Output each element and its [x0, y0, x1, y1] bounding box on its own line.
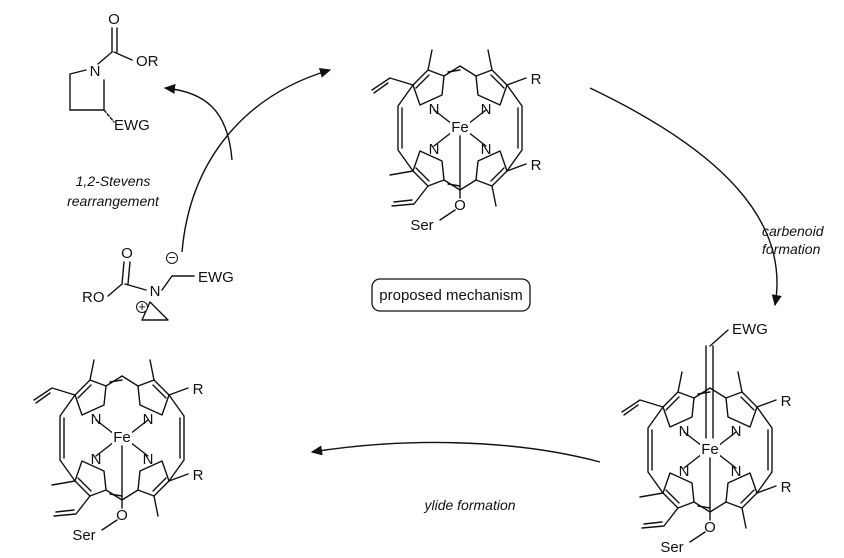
aziridine-nitrogen-label: N: [150, 283, 161, 300]
stevens-step-label: rearrangement: [67, 193, 160, 209]
stevens-arrow: [181, 68, 332, 253]
center-label: proposed mechanism: [379, 287, 522, 304]
nitrogen-label: N: [481, 101, 492, 118]
iron-carbenoid: Fe N N N N R R O Ser EWG: [621, 321, 792, 556]
r-group-label: R: [531, 157, 542, 174]
aziridinium-ylide: RO O N + − EWG: [82, 245, 234, 321]
carbenoid-arrow: [589, 87, 782, 307]
r-group-label: R: [531, 71, 542, 88]
center-label-box: proposed mechanism: [371, 278, 531, 312]
nitrogen-label: N: [429, 101, 440, 118]
nitrogen-label: N: [143, 451, 154, 468]
nitrogen-label: N: [91, 451, 102, 468]
iron-label: Fe: [113, 429, 131, 446]
r-group-label: R: [193, 381, 204, 398]
ewg-label: EWG: [732, 321, 768, 338]
oxygen-label: O: [454, 197, 466, 214]
r-group-label: R: [193, 467, 204, 484]
or-group-label: OR: [136, 53, 159, 70]
carbenoid-step-label: formation: [762, 241, 821, 257]
negative-charge: −: [168, 250, 176, 265]
iron-label: Fe: [701, 441, 719, 458]
nitrogen-label: N: [429, 141, 440, 158]
ewg-label: EWG: [198, 269, 234, 286]
ylide-step-label: ylide formation: [423, 497, 515, 513]
positive-charge: +: [138, 299, 146, 314]
nitrogen-label: N: [679, 423, 690, 440]
azetidine-product: N O OR EWG: [69, 11, 159, 134]
ylide-arrow: [310, 441, 601, 463]
oxygen-label: O: [704, 519, 716, 536]
ro-group-label: RO: [82, 289, 105, 306]
nitrogen-label: N: [731, 423, 742, 440]
oxygen-label: O: [116, 507, 128, 524]
serine-label: Ser: [410, 217, 433, 234]
r-group-label: R: [781, 393, 792, 410]
carbonyl-oxygen-label: O: [121, 245, 133, 262]
nitrogen-label: N: [679, 463, 690, 480]
ewg-label: EWG: [114, 117, 150, 134]
heme-catalyst-top: Fe N N N N R R O Ser: [371, 49, 542, 234]
serine-label: Ser: [72, 527, 95, 544]
nitrogen-label: N: [731, 463, 742, 480]
carbenoid-step-label: carbenoid: [762, 223, 825, 239]
iron-label: Fe: [451, 119, 469, 136]
nitrogen-label: N: [91, 411, 102, 428]
nitrogen-label: N: [481, 141, 492, 158]
heme-ylide-complex: Fe N N N N R R O Ser: [33, 359, 204, 544]
serine-label: Ser: [660, 539, 683, 556]
r-group-label: R: [781, 479, 792, 496]
azetidine-nitrogen-label: N: [90, 63, 101, 80]
stevens-step-label: 1,2-Stevens: [76, 173, 151, 189]
carbonyl-oxygen-label: O: [108, 11, 120, 28]
product-release-arrow: [163, 83, 233, 161]
nitrogen-label: N: [143, 411, 154, 428]
